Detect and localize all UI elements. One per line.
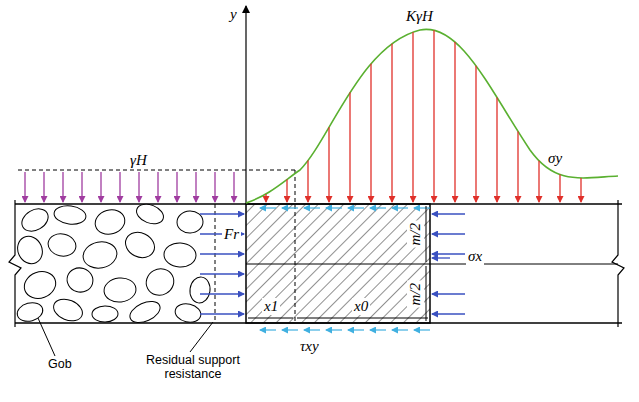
stress-arrow — [475, 66, 476, 202]
rock — [177, 211, 204, 234]
stress-arrow — [496, 97, 497, 202]
stress-arrow — [307, 161, 308, 202]
height-label: m/2 — [407, 281, 424, 308]
axis-label: y — [230, 6, 237, 23]
load-arrow — [119, 172, 120, 202]
rock — [134, 201, 167, 228]
rock — [103, 276, 137, 303]
rock — [188, 276, 211, 305]
load-arrow — [195, 172, 196, 202]
rock — [163, 242, 196, 268]
confining-arrow — [200, 273, 244, 274]
load-arrow — [233, 172, 234, 202]
stress-arrow — [559, 175, 560, 202]
rock — [13, 232, 47, 268]
rock — [50, 295, 85, 325]
shear-arrow — [370, 329, 386, 330]
rock — [46, 231, 78, 258]
confining-arrow — [432, 293, 465, 294]
rock — [92, 206, 127, 237]
load-arrow — [100, 172, 101, 202]
shear-arrow — [282, 207, 298, 208]
horizontal-stress-label: σx — [466, 248, 484, 265]
stress-arrow — [286, 179, 287, 202]
rock — [21, 267, 60, 302]
width-label: x1 — [262, 298, 280, 315]
rock — [53, 204, 87, 226]
shear-arrow — [348, 329, 364, 330]
stress-arrow — [370, 64, 371, 202]
stress-arrow — [412, 32, 413, 202]
stress-arrow — [349, 92, 350, 202]
load-arrow — [176, 172, 177, 202]
support-label: Residual support resistance — [118, 354, 268, 382]
support-force-label: Fr — [222, 226, 241, 243]
width-label: x0 — [352, 298, 370, 315]
confining-arrow — [432, 253, 465, 254]
confining-arrow — [200, 293, 244, 294]
shear-arrow — [282, 329, 298, 330]
load-arrow — [81, 172, 82, 202]
stress-arrow — [265, 194, 266, 202]
shear-arrow — [260, 207, 276, 208]
rock — [127, 297, 164, 326]
rock — [173, 301, 202, 324]
shear-arrow — [304, 207, 320, 208]
confining-arrow — [432, 313, 465, 314]
shear-arrow — [392, 207, 408, 208]
confining-arrow — [432, 257, 450, 258]
rock — [92, 306, 118, 322]
shear-arrow — [392, 329, 408, 330]
height-label: m/2 — [407, 221, 424, 248]
stress-arrow — [580, 178, 581, 202]
load-arrow — [214, 172, 215, 202]
confining-arrow — [432, 233, 465, 234]
rock — [121, 228, 158, 263]
confining-arrow — [200, 253, 244, 254]
shear-arrow — [326, 329, 342, 330]
stress-arrow — [328, 127, 329, 202]
load-arrow — [62, 172, 63, 202]
load-arrow — [138, 172, 139, 202]
shear-arrow — [414, 207, 430, 208]
stress-arrow — [538, 161, 539, 202]
rock — [18, 204, 52, 235]
rock — [141, 264, 178, 300]
peak-stress-label: KγH — [406, 8, 433, 25]
confining-arrow — [432, 213, 465, 214]
load-arrow — [43, 172, 44, 202]
stress-arrow — [391, 44, 392, 202]
shear-arrow — [304, 329, 320, 330]
confining-arrow — [200, 313, 244, 314]
shear-stress-label: τxy — [300, 338, 319, 355]
vertical-stress-label: σy — [548, 150, 562, 167]
stress-arrow — [433, 30, 434, 202]
load-arrow — [157, 172, 158, 202]
stress-arrow — [454, 42, 455, 202]
shear-arrow — [348, 207, 364, 208]
rock — [64, 265, 96, 296]
shear-arrow — [414, 329, 430, 330]
shear-arrow — [370, 207, 386, 208]
shear-arrow — [260, 329, 276, 330]
overburden-label: γH — [130, 152, 147, 169]
shear-arrow — [326, 207, 342, 208]
gob-label: Gob — [48, 358, 72, 372]
confining-arrow — [200, 213, 244, 214]
load-arrow — [24, 172, 25, 202]
stress-arrow — [517, 131, 518, 202]
rock — [15, 300, 45, 324]
rock — [81, 239, 119, 271]
